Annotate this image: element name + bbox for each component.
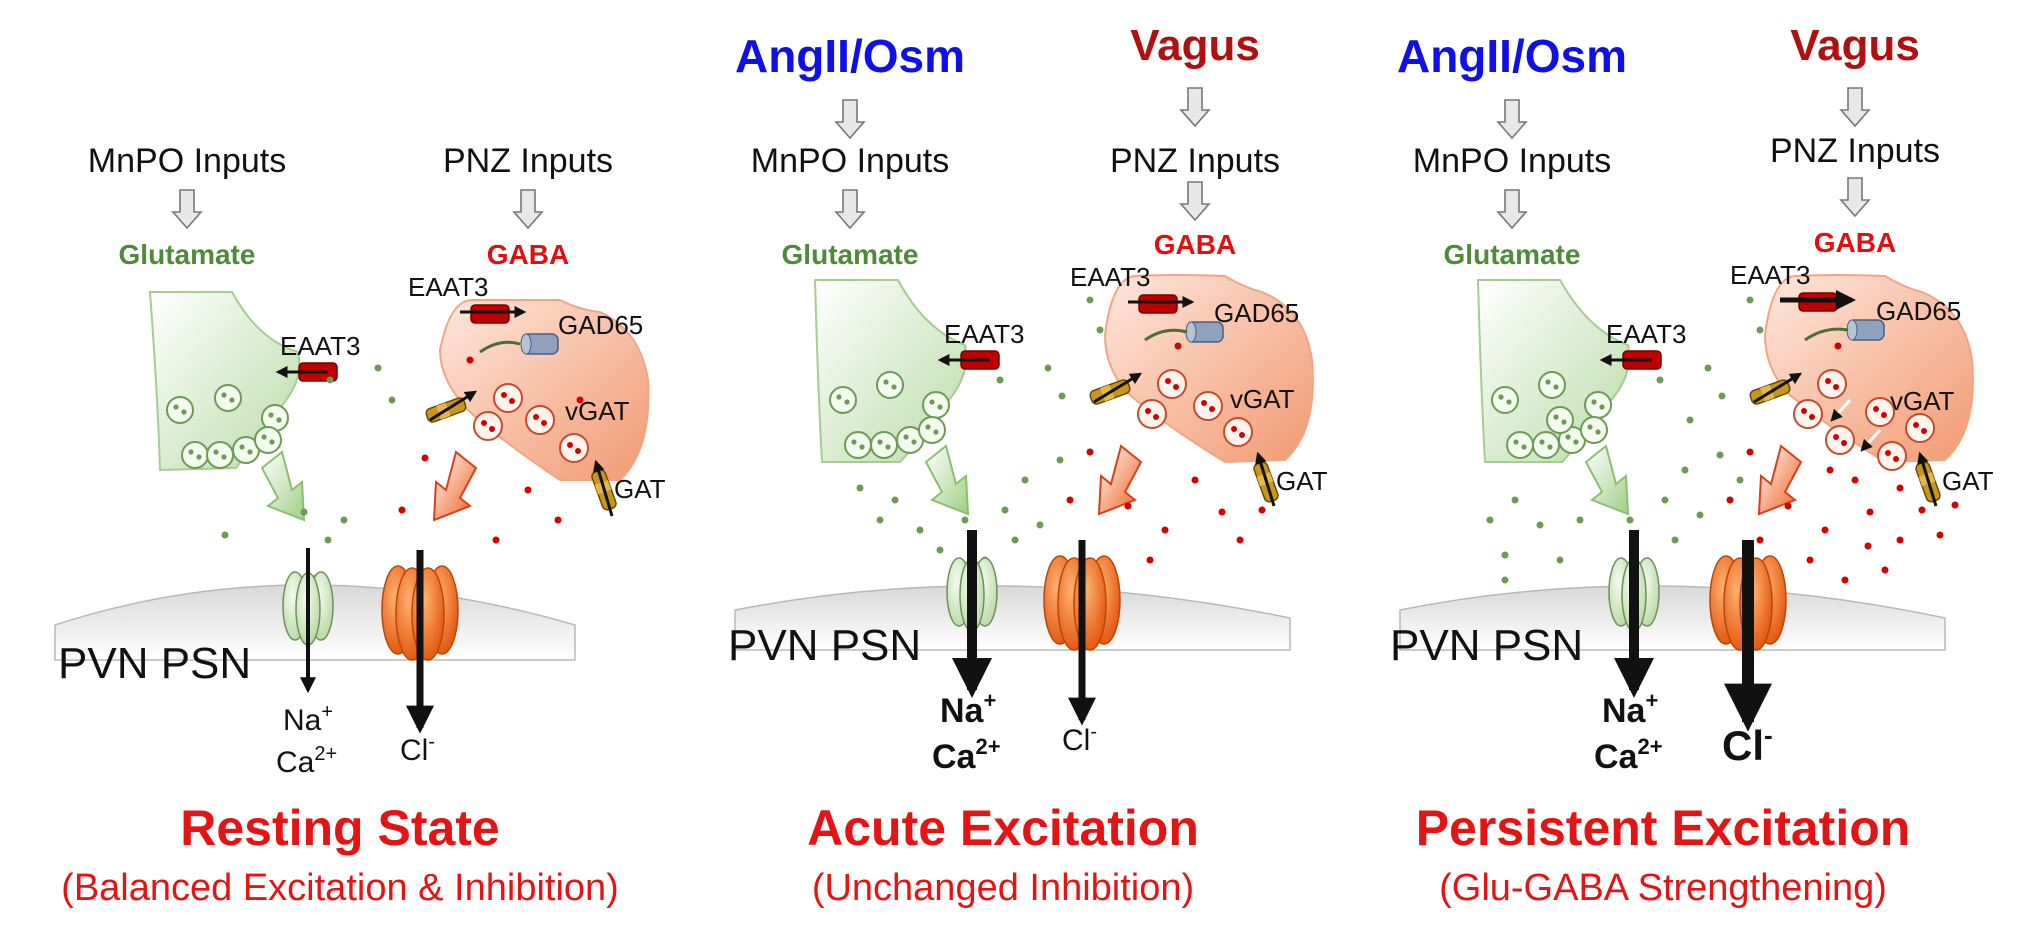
- gaba-molecules: [1066, 342, 1266, 564]
- mnpo-down-arrow-icon: [172, 189, 202, 229]
- gat-label: GAT: [614, 474, 666, 504]
- vagus-label: Vagus: [1790, 21, 1920, 70]
- eaat3-gaba-label: EAAT3: [1070, 262, 1150, 292]
- gaba-release-arrow-icon: [433, 451, 477, 521]
- gad65-label: GAD65: [558, 310, 643, 340]
- calcium-ion-label: Ca2+: [276, 743, 337, 779]
- gaba-label: GABA: [1814, 227, 1896, 258]
- pnz-inputs-label: PNZ Inputs: [1110, 142, 1280, 180]
- angii-down-arrow-icon: [1497, 99, 1527, 139]
- panel-resting-state: MnPO Inputs PNZ Inputs Glutamate GABA EA…: [54, 142, 666, 909]
- postsynaptic-membrane: [734, 585, 1291, 651]
- mnpo-inputs-label: MnPO Inputs: [1413, 142, 1611, 180]
- panel-title-acute: Acute Excitation: [807, 800, 1199, 856]
- pnz-down-arrow-icon: [513, 189, 543, 229]
- pnz-inputs-label: PNZ Inputs: [443, 142, 613, 180]
- mnpo-inputs-label: MnPO Inputs: [88, 142, 286, 180]
- gat-label: GAT: [1942, 466, 1994, 496]
- sodium-ion-label: Na+: [283, 701, 333, 737]
- gaba-molecules: [398, 356, 584, 544]
- panel-persistent-excitation: AngII/Osm Vagus MnPO Inputs PNZ Inputs G…: [1390, 21, 1994, 909]
- vgat-label: vGAT: [1890, 386, 1955, 416]
- gaba-release-arrow-icon: [1098, 445, 1142, 515]
- glutamate-label: Glutamate: [782, 239, 919, 270]
- angii-osm-label: AngII/Osm: [735, 30, 965, 82]
- glutamate-release-arrow-icon: [1585, 445, 1629, 515]
- gat-label: GAT: [1276, 466, 1328, 496]
- vagus-down-arrow-icon: [1840, 87, 1870, 127]
- panel-subtitle-resting: (Balanced Excitation & Inhibition): [61, 867, 619, 909]
- eaat3-gaba-transporter: [1138, 294, 1178, 314]
- gad65-enzyme: [520, 333, 559, 355]
- gad65-label: GAD65: [1214, 298, 1299, 328]
- glutamate-release-arrow-icon: [925, 445, 969, 515]
- chloride-ion-label: Cl-: [400, 731, 435, 767]
- eaat3-glutamate-label: EAAT3: [944, 319, 1024, 349]
- pnz-down-arrow-icon: [1840, 177, 1870, 217]
- vgat-label: vGAT: [565, 396, 630, 426]
- glutamate-label: Glutamate: [1444, 239, 1581, 270]
- vagus-label: Vagus: [1130, 21, 1260, 70]
- calcium-ion-label: Ca2+: [1594, 734, 1663, 776]
- pnz-inputs-label: PNZ Inputs: [1770, 132, 1940, 170]
- angii-osm-label: AngII/Osm: [1397, 30, 1627, 82]
- mnpo-down-arrow-icon: [835, 189, 865, 229]
- eaat3-glutamate-label: EAAT3: [1606, 319, 1686, 349]
- angii-down-arrow-icon: [835, 99, 865, 139]
- pvn-psn-label: PVN PSN: [58, 639, 251, 688]
- gaba-label: GABA: [487, 239, 569, 270]
- pnz-down-arrow-icon: [1180, 181, 1210, 221]
- chloride-ion-label: Cl-: [1062, 721, 1097, 757]
- gaba-release-arrow-icon: [1758, 445, 1802, 515]
- panel-title-persistent: Persistent Excitation: [1416, 800, 1911, 856]
- glutamate-label: Glutamate: [119, 239, 256, 270]
- eaat3-glutamate-label: EAAT3: [280, 331, 360, 361]
- gad65-label: GAD65: [1876, 296, 1961, 326]
- calcium-ion-label: Ca2+: [932, 734, 1001, 776]
- gaba-molecules: [1726, 342, 1959, 584]
- vagus-down-arrow-icon: [1180, 87, 1210, 127]
- vgat-label: vGAT: [1230, 384, 1295, 414]
- sodium-ion-label: Na+: [940, 688, 996, 730]
- panel-subtitle-persistent: (Glu-GABA Strengthening): [1439, 867, 1887, 909]
- sodium-ion-label: Na+: [1602, 688, 1658, 730]
- pvn-psn-label: PVN PSN: [728, 621, 921, 670]
- panel-subtitle-acute: (Unchanged Inhibition): [812, 867, 1194, 909]
- eaat3-gaba-label: EAAT3: [408, 272, 488, 302]
- eaat3-gaba-transporter: [470, 304, 510, 324]
- pvn-psn-label: PVN PSN: [1390, 621, 1583, 670]
- postsynaptic-membrane: [1399, 585, 1946, 651]
- mnpo-down-arrow-icon: [1497, 189, 1527, 229]
- mnpo-inputs-label: MnPO Inputs: [751, 142, 949, 180]
- glutamate-molecules: [1486, 296, 1764, 584]
- panel-title-resting: Resting State: [180, 800, 500, 856]
- chloride-ion-label: Cl-: [1722, 720, 1773, 769]
- gaba-label: GABA: [1154, 229, 1236, 260]
- glutamate-release-arrow-icon: [261, 451, 305, 521]
- panel-acute-excitation: AngII/Osm Vagus MnPO Inputs PNZ Inputs G…: [728, 21, 1328, 909]
- eaat3-gaba-label: EAAT3: [1730, 260, 1810, 290]
